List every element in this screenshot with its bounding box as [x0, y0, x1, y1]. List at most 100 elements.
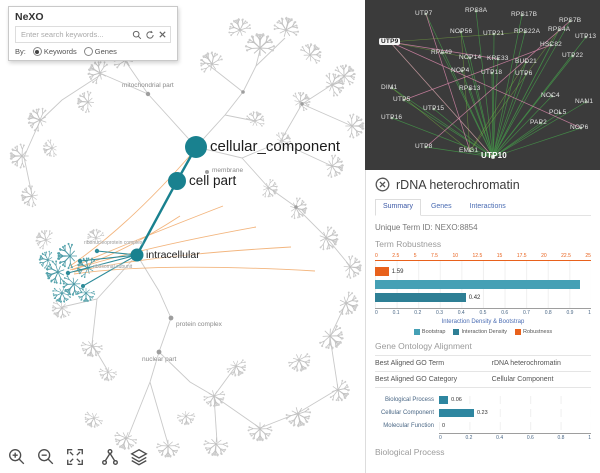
network-node[interactable]: NOP14	[459, 54, 482, 61]
network-node[interactable]: NOP6	[570, 124, 589, 131]
network-node[interactable]: UTP9	[379, 38, 401, 45]
network-node[interactable]: NOP56	[450, 28, 473, 35]
close-details-button[interactable]	[375, 177, 390, 192]
interaction-density-swatch	[453, 329, 460, 335]
tree-node-cell-part[interactable]	[168, 172, 186, 190]
radio-genes[interactable]: Genes	[83, 47, 117, 56]
tree-label-mitochondrial-part[interactable]: mitochondrial part	[122, 82, 174, 89]
robustness-legend: Bootstrap Interaction Density Robustness	[375, 329, 591, 335]
search-input[interactable]	[19, 29, 129, 40]
tab-interactions[interactable]: Interactions	[469, 203, 506, 210]
bootstrap-bar	[375, 280, 591, 289]
tree-branch-icon	[102, 449, 118, 465]
network-node[interactable]: UTP15	[423, 105, 445, 112]
clear-search-icon[interactable]	[158, 30, 167, 39]
network-node[interactable]: RPS22A	[514, 28, 541, 35]
tree-layout-button[interactable]	[99, 446, 121, 468]
network-node[interactable]: PAP2	[530, 119, 547, 126]
robustness-bar: 1.59	[375, 267, 591, 276]
magnifier-minus-icon	[38, 449, 54, 465]
tree-toolbar	[6, 446, 150, 468]
network-node[interactable]: UTP6	[515, 70, 533, 77]
expand-arrows-icon	[67, 449, 83, 465]
tree-label-ribosomal-subunit[interactable]: ribosomal subunit	[93, 264, 133, 270]
network-node[interactable]: RPS7B	[559, 17, 582, 24]
network-node[interactable]: UTP22	[562, 52, 584, 59]
network-node[interactable]: DIM1	[381, 84, 398, 91]
interaction-density-bar: 0.42	[375, 293, 591, 302]
robustness-axis-title: Interaction Density & Bootstrap	[441, 319, 525, 325]
radio-keywords-circle[interactable]	[32, 47, 42, 56]
search-icon[interactable]	[132, 30, 142, 40]
network-node[interactable]: NOC4	[541, 92, 560, 99]
bootstrap-swatch	[413, 329, 420, 335]
network-node[interactable]: RPS13	[459, 85, 481, 92]
network-node[interactable]: UTP18	[481, 69, 503, 76]
layers-button[interactable]	[128, 446, 150, 468]
robustness-swatch	[515, 329, 522, 335]
details-tabs: Summary Genes Interactions	[375, 199, 591, 216]
radio-genes-circle[interactable]	[83, 47, 93, 56]
section-go-alignment: Gene Ontology Alignment	[375, 341, 472, 351]
tree-label-ribonucleoprotein-complex[interactable]: ribonucleoprotein complex	[84, 240, 143, 246]
network-node[interactable]: RPA49	[431, 49, 453, 56]
search-by-label: By:	[15, 47, 26, 56]
network-node[interactable]: NOP4	[451, 67, 470, 74]
ontology-tree-panel[interactable]: cellular_component cell part intracellul…	[0, 0, 365, 473]
selected-leaf-dots	[65, 248, 100, 288]
tree-node-cellular-component[interactable]	[185, 136, 207, 158]
tree-highlight-edges	[69, 150, 316, 275]
interaction-density-value: 0.42	[468, 294, 481, 301]
tree-clusters	[7, 11, 365, 460]
app-title: NeXO	[15, 11, 44, 23]
network-node[interactable]: UTP21	[483, 30, 505, 37]
term-title: rDNA heterochromatin	[396, 177, 520, 192]
network-node[interactable]: RPS4A	[548, 26, 571, 33]
section-biological-process: Biological Process	[375, 447, 445, 457]
network-node[interactable]: NAN1	[575, 98, 594, 105]
network-node[interactable]: KRE33	[487, 55, 509, 62]
tree-label-protein-complex[interactable]: protein complex	[176, 321, 222, 328]
stacked-layers-icon	[130, 448, 148, 466]
tree-node-intracellular[interactable]	[130, 248, 144, 262]
network-node[interactable]: EMG1	[459, 147, 479, 154]
search-panel: NeXO By: Keywords	[8, 6, 178, 61]
magnifier-plus-icon	[9, 449, 25, 465]
unique-term-id: Unique Term ID: NEXO:8854	[375, 223, 478, 232]
go-alignment-table: Best Aligned GO Term rDNA heterochromati…	[375, 355, 591, 388]
zoom-in-button[interactable]	[6, 446, 28, 468]
network-node[interactable]: UTP5	[393, 96, 411, 103]
network-node[interactable]: HSC82	[540, 41, 562, 48]
go-alignment-chart: Biological Process 0.06 Cellular Compone…	[380, 395, 591, 441]
tree-label-intracellular[interactable]: intracellular	[146, 249, 200, 261]
fit-to-screen-button[interactable]	[64, 446, 86, 468]
ontology-tree-graph[interactable]	[0, 0, 365, 473]
reset-search-icon[interactable]	[145, 30, 155, 40]
network-node[interactable]: UTP16	[381, 114, 403, 121]
zoom-out-button[interactable]	[35, 446, 57, 468]
network-node[interactable]: RPS17B	[511, 11, 538, 18]
network-node[interactable]: UTP7	[415, 10, 433, 17]
tree-label-nuclear-part[interactable]: nuclear part	[142, 356, 177, 363]
network-node[interactable]: POL5	[549, 109, 567, 116]
network-node[interactable]: UTP10	[481, 151, 507, 160]
network-node[interactable]: UTP13	[575, 33, 597, 40]
interaction-network-panel[interactable]: UTP9 UTP7 RPS8A RPS17B RPS7B NOP56 UTP21…	[365, 0, 600, 170]
section-term-robustness: Term Robustness	[375, 239, 442, 249]
tab-genes[interactable]: Genes	[430, 203, 452, 210]
tab-summary[interactable]: Summary	[375, 199, 421, 216]
tree-label-cellular-component[interactable]: cellular_component	[210, 138, 341, 155]
tree-label-cell-part[interactable]: cell part	[189, 173, 237, 188]
network-node[interactable]: BUD21	[515, 58, 537, 65]
tree-label-membrane[interactable]: membrane	[212, 167, 244, 174]
network-node[interactable]: RPS8A	[465, 7, 488, 14]
radio-keywords[interactable]: Keywords	[32, 47, 77, 56]
table-row: Best Aligned GO Term rDNA heterochromati…	[375, 356, 591, 372]
network-node[interactable]: UTP8	[415, 143, 433, 150]
network-edges	[388, 9, 588, 159]
tree-branches	[23, 37, 353, 445]
